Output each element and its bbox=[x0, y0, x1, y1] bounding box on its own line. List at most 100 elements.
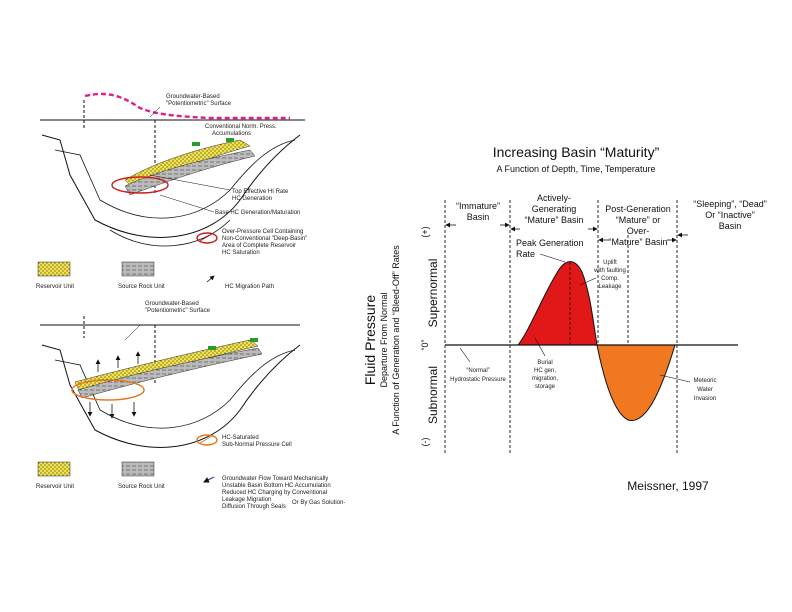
top-effective-label-1: Top Effective HI Rate bbox=[232, 189, 289, 195]
potentiometric-surface-top bbox=[84, 92, 290, 120]
flow-legend-4: Leakage Migration bbox=[222, 497, 271, 503]
basin-deep-top bbox=[109, 219, 231, 247]
uplift-label-4: Leakage bbox=[598, 284, 622, 290]
stage-sleeping-1: “Sleeping”, “Dead” bbox=[693, 199, 767, 209]
y-axis-sub2: A Function of Generation and “Bleed-Off”… bbox=[391, 245, 401, 435]
leader-line bbox=[579, 277, 597, 286]
top-groundwater-label-2: "Potentiometric" Surface bbox=[166, 101, 232, 107]
leader-line bbox=[539, 253, 566, 263]
subnormal-trough bbox=[596, 344, 676, 422]
flow-legend-arrow-icon bbox=[203, 476, 215, 483]
citation: Meissner, 1997 bbox=[627, 479, 709, 493]
top-conventional-label-1: Conventional Norm. Press. bbox=[205, 124, 277, 130]
legend-hatch bbox=[199, 233, 213, 242]
stage-sleeping-2: Or “Inactive” bbox=[705, 210, 755, 220]
green-accumulation-top-2 bbox=[226, 138, 234, 142]
peak-label-2: Rate bbox=[516, 249, 535, 259]
overpressure-cell-top bbox=[111, 176, 169, 194]
burial-label-2: HC gen, bbox=[534, 368, 556, 374]
bottom-groundwater-label-2: "Potentiometric" Surface bbox=[145, 308, 211, 314]
supernormal-label: Supernormal bbox=[426, 259, 440, 328]
bottom-groundwater-label-1: Groundwater-Based bbox=[145, 301, 199, 307]
basin-maturity-chart: Increasing Basin “Maturity” A Function o… bbox=[362, 144, 767, 493]
overpressure-legend-4: HC Saturation bbox=[222, 250, 260, 256]
flow-legend-5: Diffusion Through Seals bbox=[222, 504, 286, 510]
top-base-label: Base HC Generation/Maturation bbox=[215, 210, 300, 216]
leader-line bbox=[159, 194, 215, 213]
overpressure-legend-2: Non-Conventional "Deep-Basin" bbox=[222, 236, 307, 242]
meteoric-label-3: Invasion bbox=[694, 396, 716, 402]
basin-outline-bottom-outer bbox=[41, 344, 301, 448]
uplift-label-2: with faulting bbox=[593, 268, 626, 274]
green-accumulation-top bbox=[192, 142, 200, 146]
basin-outline-top-outer bbox=[41, 134, 301, 238]
top-conventional-label-2: Accumulations bbox=[212, 131, 251, 137]
plus-label: (+) bbox=[420, 226, 430, 237]
stage-post-3: Over- bbox=[627, 226, 650, 236]
peak-label-1: Peak Generation bbox=[516, 238, 584, 248]
stage-post-4: “Mature” Basin bbox=[608, 237, 667, 247]
reservoir-unit-swatch-bottom bbox=[37, 461, 71, 477]
stage-immature-2: Basin bbox=[467, 212, 490, 222]
meteoric-label-2: Water bbox=[697, 387, 713, 393]
top-groundwater-label-1: Groundwater-Based bbox=[166, 94, 220, 100]
normal-label-2: Hydrostatic Pressure bbox=[450, 377, 506, 383]
legend-hatch bbox=[199, 435, 213, 444]
minus-label: (-) bbox=[420, 438, 430, 447]
chart-subtitle: A Function of Depth, Time, Temperature bbox=[497, 164, 656, 174]
source-layer-bottom bbox=[77, 347, 263, 399]
migration-arrow-icon bbox=[206, 275, 215, 283]
subnormal-legend-1: HC-Saturated bbox=[222, 435, 259, 441]
subnormal-label: Subnormal bbox=[426, 366, 440, 424]
stage-post-1: Post-Generation bbox=[605, 204, 671, 214]
overpressure-legend-1: Over-Pressure Cell Containing bbox=[222, 229, 303, 235]
leader-line bbox=[149, 174, 231, 191]
source-rock-label-bottom: Source Rock Unit bbox=[118, 484, 165, 490]
top-effective-label-2: HC Generation bbox=[232, 196, 272, 202]
leader-line bbox=[124, 324, 141, 341]
green-accumulation-bottom-2 bbox=[250, 338, 258, 342]
gas-solution-label: Or By Gas Solution- bbox=[292, 500, 345, 506]
source-rock-swatch-top bbox=[121, 261, 155, 277]
reservoir-unit-label-top: Reservoir Unit bbox=[36, 284, 74, 290]
stage-sleeping-3: Basin bbox=[719, 221, 742, 231]
source-layer-top bbox=[124, 149, 256, 196]
migration-path-label: HC Migration Path bbox=[225, 284, 274, 290]
stage-active-2: Generating bbox=[532, 204, 577, 214]
top-basin-diagram: Groundwater-Based "Potentiometric" Surfa… bbox=[36, 92, 307, 290]
burial-label-4: storage bbox=[535, 384, 556, 390]
burial-label-1: Burial bbox=[537, 360, 552, 366]
green-accumulation-bottom bbox=[208, 346, 216, 350]
leader-line bbox=[149, 106, 161, 118]
reservoir-unit-label-bottom: Reservoir Unit bbox=[36, 484, 74, 490]
stage-post-2: “Mature” or bbox=[616, 215, 661, 225]
source-rock-label-top: Source Rock Unit bbox=[118, 284, 165, 290]
subnormal-legend-2: Sub-Normal Pressure Cell bbox=[222, 442, 292, 448]
uplift-label-3: Comp. bbox=[601, 276, 619, 282]
flow-legend-1: Groundwater Flow Toward Mechanically bbox=[222, 476, 328, 482]
flow-legend-3: Reduced HC Charging by Conventional bbox=[222, 490, 327, 496]
meteoric-label-1: Meteoric bbox=[693, 378, 716, 384]
reservoir-unit-swatch-top bbox=[37, 261, 71, 277]
subnormal-legend-icon bbox=[196, 434, 218, 446]
chart-title: Increasing Basin “Maturity” bbox=[493, 144, 660, 160]
leader-line bbox=[659, 374, 691, 383]
bottom-basin-diagram: Groundwater-Based "Potentiometric" Surfa… bbox=[36, 301, 345, 510]
supernormal-hump bbox=[516, 261, 598, 346]
leader-line bbox=[534, 337, 546, 357]
y-axis-main: Fluid Pressure bbox=[362, 295, 378, 385]
uplift-label-1: Uplift bbox=[603, 260, 617, 266]
zero-label: “0” bbox=[420, 339, 430, 350]
burial-label-3: migration, bbox=[532, 376, 559, 382]
stage-immature-1: “Immature” bbox=[456, 201, 500, 211]
basin-outline-bottom-inner bbox=[54, 349, 296, 429]
y-axis-sub1: Departure From Normal bbox=[379, 292, 389, 387]
leader-line bbox=[459, 347, 471, 363]
subnormal-cell-bottom bbox=[71, 379, 145, 401]
flow-legend-2: Unstable Basin Bottom HC Accumulation bbox=[222, 483, 331, 489]
stage-active-1: Actively- bbox=[537, 193, 571, 203]
stage-active-3: “Mature” Basin bbox=[524, 215, 583, 225]
overpressure-legend-3: Area of Complete Reservoir bbox=[222, 243, 296, 249]
basin-outline-top-inner bbox=[54, 139, 296, 219]
